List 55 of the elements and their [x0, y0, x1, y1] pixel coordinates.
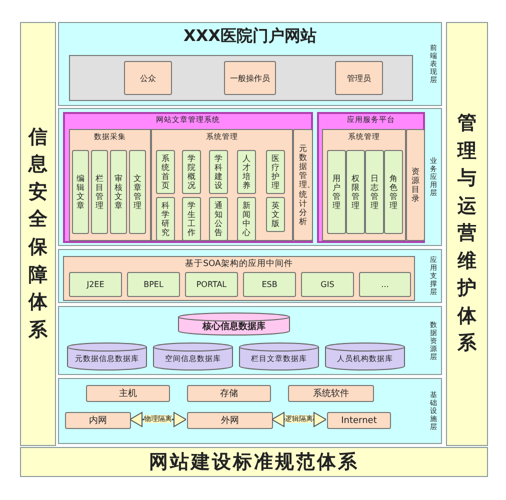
- infrastructure-box: 主机: [86, 385, 170, 402]
- module-box: 学院概况: [182, 150, 201, 194]
- side-band: 管理与运营维护体系: [446, 22, 488, 446]
- infrastructure-box: 存储: [187, 385, 271, 402]
- side-band: 信息安全保障体系: [20, 22, 56, 446]
- module-box: 文章管理: [129, 150, 146, 234]
- middleware-box: BPEL: [127, 272, 180, 297]
- actor-box: 一般操作员: [224, 61, 276, 95]
- module-box: 医疗护理: [266, 150, 285, 194]
- module-box: 用户管理: [327, 150, 346, 234]
- module-box: 资源目录: [406, 129, 425, 241]
- database-cylinder: 核心信息数据库: [178, 313, 290, 335]
- module-box: 栏目管理: [91, 150, 108, 234]
- middleware-box: ESB: [243, 272, 296, 297]
- module-box: 元数据管理、统计分析: [293, 129, 313, 241]
- group-heading: 基于SOA架构的应用中间件: [184, 260, 294, 270]
- infrastructure-box: 内网: [65, 412, 131, 429]
- module-group: [69, 129, 151, 241]
- middleware-panel: [63, 256, 415, 301]
- module-box: 学生工作: [182, 197, 201, 241]
- system-panel: [63, 112, 313, 243]
- module-box: 角色管理: [384, 150, 403, 234]
- layer-panel: [58, 108, 442, 246]
- system-panel: [317, 112, 425, 243]
- module-box: 英文版: [266, 197, 285, 232]
- layer-panel: [58, 249, 442, 303]
- bottom-band: 网站建设标准规范体系: [20, 447, 488, 477]
- layer-panel: [58, 378, 442, 444]
- module-box: 权限管理: [346, 150, 365, 234]
- double-arrow: [130, 412, 186, 427]
- module-box: 编辑文章: [72, 150, 89, 234]
- actor-box: 管理员: [335, 61, 383, 95]
- module-box: 学科建设: [209, 150, 228, 194]
- module-box: 日志管理: [365, 150, 384, 234]
- module-box: 科学研究: [156, 197, 175, 241]
- middleware-box: PORTAL: [185, 272, 238, 297]
- module-box: 新闻中心: [237, 197, 256, 241]
- infrastructure-box: Internet: [327, 412, 391, 429]
- module-group: [151, 129, 293, 241]
- module-group: [322, 129, 406, 241]
- module-box: 通知公告: [209, 197, 228, 241]
- layer-panel: [58, 306, 442, 375]
- infrastructure-box: 外网: [187, 412, 273, 429]
- site-title: XXX医院门户网站: [182, 27, 318, 46]
- module-box: 人才培养: [237, 150, 256, 194]
- middleware-box: J2EE: [69, 272, 122, 297]
- middleware-box: ...: [359, 272, 411, 297]
- actor-panel: [69, 55, 413, 101]
- module-box: 系统首页: [156, 150, 175, 194]
- actor-box: 公众: [124, 61, 172, 95]
- double-arrow: [272, 412, 326, 427]
- layer-panel: [58, 22, 442, 106]
- module-box: 审核文章: [110, 150, 127, 234]
- infrastructure-box: 系统软件: [288, 385, 374, 402]
- middleware-box: GIS: [301, 272, 354, 297]
